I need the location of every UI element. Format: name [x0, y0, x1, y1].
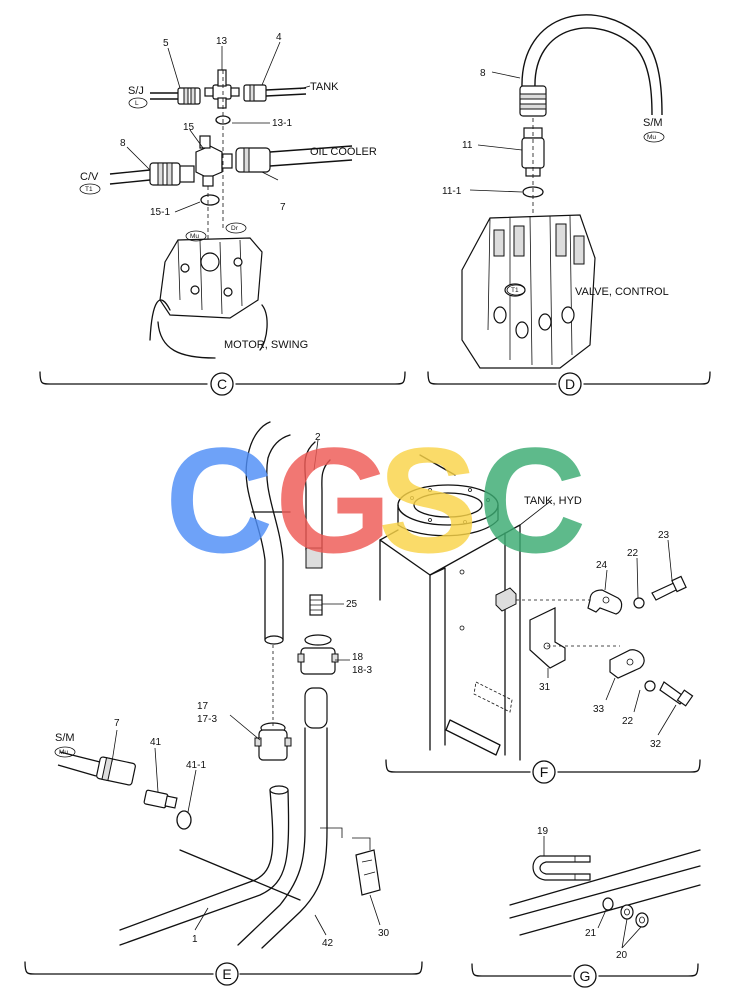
- tag-d-mu: Mu: [647, 134, 656, 141]
- label-c-13: 13: [216, 36, 228, 47]
- label-f-24: 24: [596, 560, 608, 571]
- label-e-18: 18: [352, 652, 364, 663]
- label-e-18-3: 18-3: [352, 665, 372, 676]
- label-c-4: 4: [276, 32, 282, 43]
- label-g-19: 19: [537, 826, 549, 837]
- label-g-20: 20: [616, 950, 628, 961]
- watermark-letter-1: C: [165, 416, 273, 584]
- label-f-tank-hyd: TANK, HYD: [524, 495, 582, 507]
- section-f: TANK, HYD 23 22 24 31 33 22 32 F: [379, 454, 701, 784]
- label-c-motor-swing: MOTOR, SWING: [224, 339, 308, 351]
- section-letter-f: F: [540, 764, 549, 780]
- label-e-7: 7: [114, 718, 120, 729]
- watermark-letter-4: C: [478, 416, 586, 584]
- label-c-sj: S/J: [128, 85, 144, 97]
- label-c-cv: C/V: [80, 171, 99, 183]
- label-d-sm: S/M: [643, 117, 663, 129]
- label-e-1: 1: [192, 934, 198, 945]
- label-e-sm: S/M: [55, 732, 75, 744]
- label-f-22a: 22: [627, 548, 639, 559]
- label-e-41-1: 41-1: [186, 760, 206, 771]
- label-f-22b: 22: [622, 716, 634, 727]
- label-f-32: 32: [650, 739, 662, 750]
- section-e: 2 25 18 18-3 17 17-3 S/M Mu 7 41 41-1 1 …: [24, 421, 423, 986]
- section-d: 8 11 11-1 S/M Mu T1 VALVE, CONTROL D: [427, 14, 711, 396]
- tag-c-dr: Dr: [231, 225, 239, 232]
- label-c-13-1: 13-1: [272, 118, 292, 129]
- label-e-41: 41: [150, 737, 162, 748]
- label-f-33: 33: [593, 704, 605, 715]
- cgsc-watermark: C G S C: [165, 416, 586, 584]
- label-c-15: 15: [183, 122, 195, 133]
- label-c-5: 5: [163, 38, 169, 49]
- label-d-11: 11: [462, 140, 473, 151]
- label-f-31: 31: [539, 682, 551, 693]
- watermark-letter-2: G: [275, 416, 392, 584]
- label-c-tank: TANK: [310, 81, 339, 93]
- label-e-42: 42: [322, 938, 334, 949]
- label-d-8: 8: [480, 68, 486, 79]
- section-letter-g: G: [580, 968, 591, 984]
- label-c-oil-cooler: OIL COOLER: [310, 146, 377, 158]
- label-d-11-1: 11-1: [442, 186, 462, 197]
- section-c: 5 13 4 S/J L TANK 13-1 15 8 OIL COOLER C…: [39, 32, 406, 396]
- tag-e-mu: Mu: [59, 749, 68, 756]
- tag-d-t1: T1: [511, 287, 519, 294]
- label-c-8: 8: [120, 138, 126, 149]
- label-f-23: 23: [658, 530, 670, 541]
- label-e-17: 17: [197, 701, 209, 712]
- tag-c-t1: T1: [85, 186, 93, 193]
- tag-c-l: L: [135, 100, 139, 107]
- section-g: 19 21 20 G: [471, 826, 701, 988]
- label-d-valve-control: VALVE, CONTROL: [575, 286, 669, 298]
- section-letter-e: E: [222, 966, 231, 982]
- label-e-25: 25: [346, 599, 358, 610]
- label-c-7: 7: [280, 202, 286, 213]
- label-c-15-1: 15-1: [150, 207, 170, 218]
- label-g-21: 21: [585, 928, 597, 939]
- section-letter-d: D: [565, 376, 575, 392]
- tag-c-mu: Mu: [190, 233, 199, 240]
- label-e-30: 30: [378, 928, 390, 939]
- watermark-letter-3: S: [378, 416, 478, 584]
- label-e-2: 2: [315, 432, 321, 443]
- label-e-17-3: 17-3: [197, 714, 217, 725]
- section-letter-c: C: [217, 376, 227, 392]
